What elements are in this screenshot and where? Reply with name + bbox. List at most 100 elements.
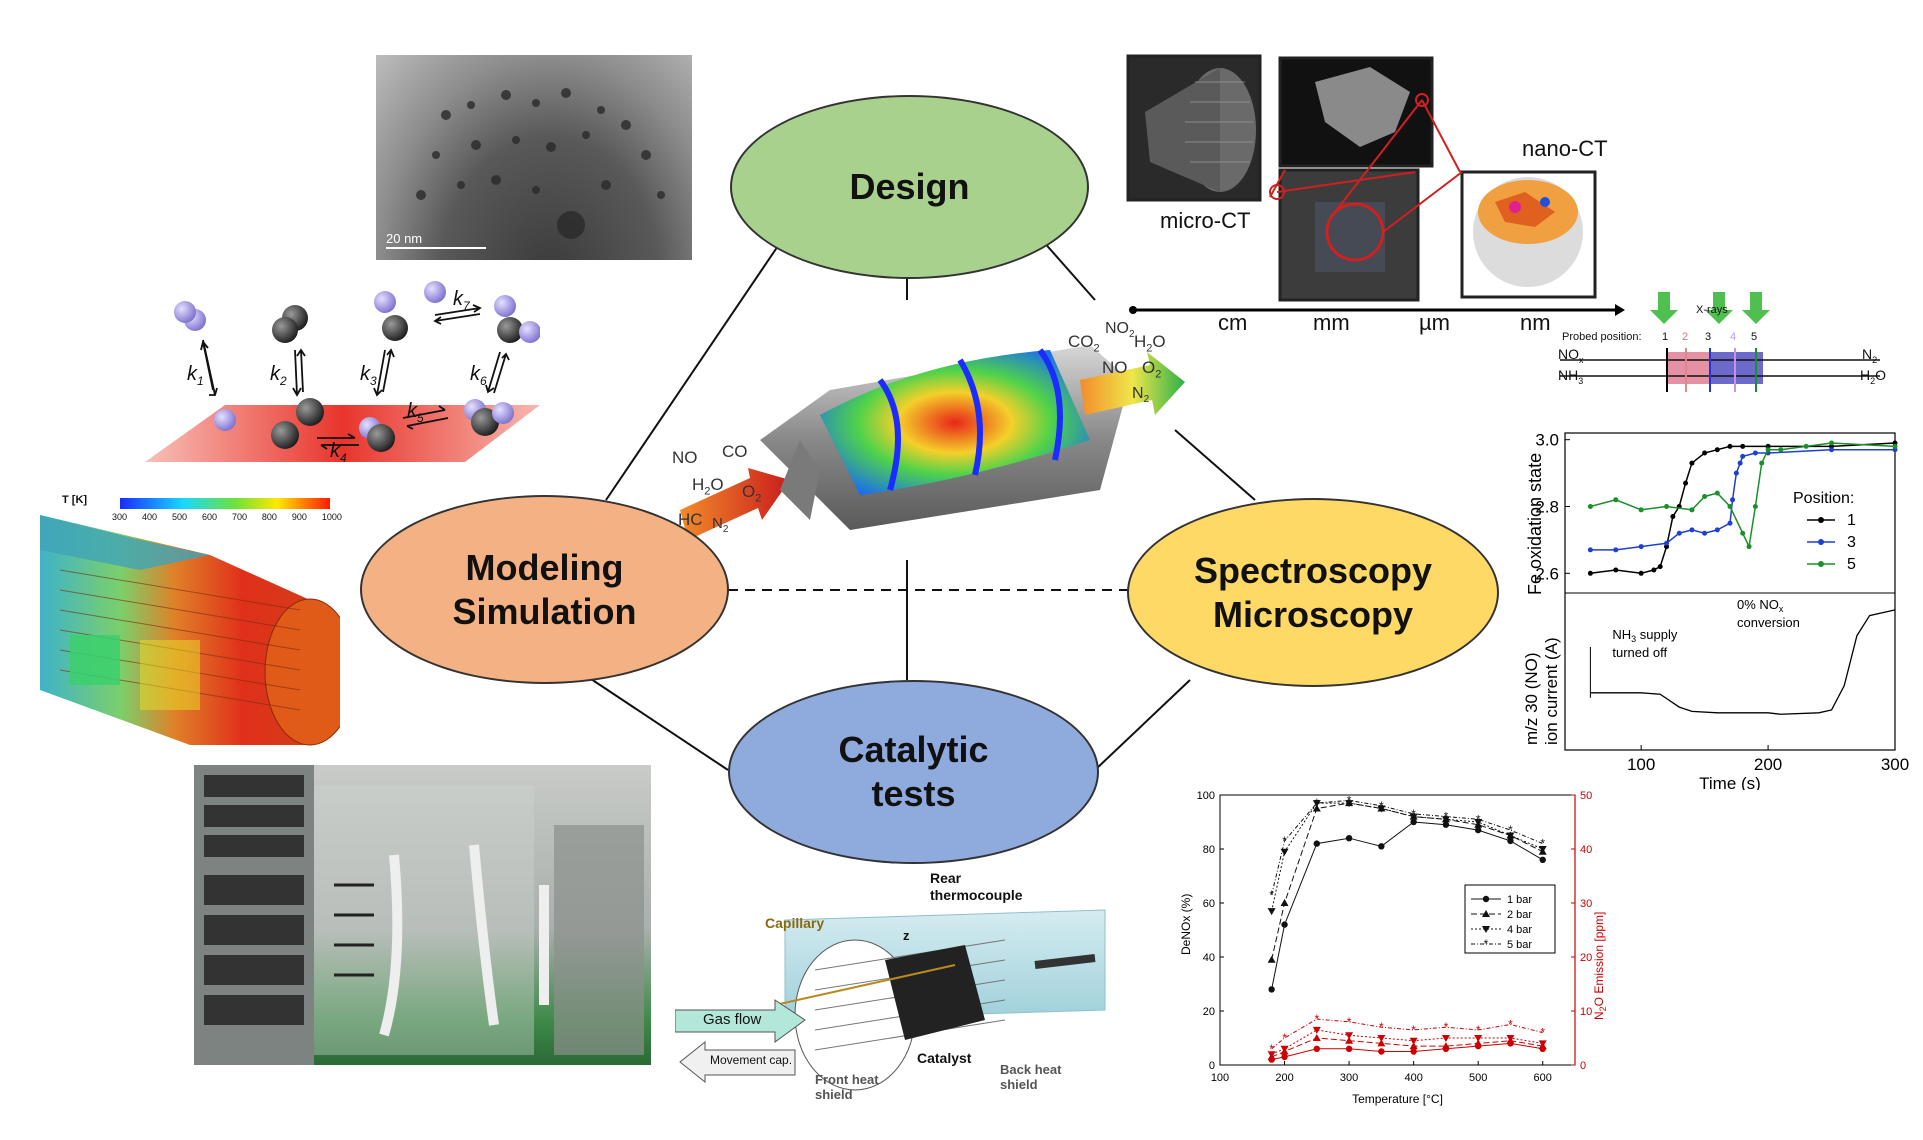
- denox-marker: [1538, 846, 1547, 853]
- out-o2: O2: [1142, 358, 1161, 380]
- fe-point: [1746, 544, 1752, 550]
- denox-ytick-label: 100: [1197, 790, 1215, 802]
- denox-ylabel-right-sub: 2: [1598, 1006, 1608, 1011]
- denox-marker: [1441, 816, 1450, 824]
- denox-xtick-label: 100: [1211, 1072, 1229, 1084]
- tem-image: 20 nm: [376, 55, 692, 260]
- fe-point: [1892, 443, 1898, 449]
- ms-annotation-1: NH3 supply: [1612, 627, 1677, 644]
- out-no2-sub: 2: [1129, 329, 1135, 341]
- fe-point: [1727, 503, 1733, 509]
- denox-marker: *: [1347, 1015, 1352, 1029]
- in-co: CO: [722, 442, 748, 461]
- rear-label-2: thermocouple: [930, 887, 1023, 903]
- denox-ytick-right-label: 40: [1580, 844, 1592, 856]
- denox-ytick-label: 80: [1203, 844, 1215, 856]
- k4-sub: 4: [340, 451, 347, 465]
- back-shield-label: Back heat: [1000, 1062, 1062, 1077]
- cfd-drawing: [40, 498, 356, 746]
- denox-marker: [1345, 835, 1353, 842]
- denox-ylabel-right-a: N: [1592, 1011, 1606, 1020]
- denox-marker: *: [1508, 1018, 1513, 1032]
- denox-marker: [1441, 1035, 1450, 1042]
- ct-drawing: [1126, 54, 1625, 316]
- denox-marker: [1507, 837, 1514, 845]
- fe-point: [1638, 544, 1644, 550]
- k7-sub: 7: [463, 299, 470, 313]
- pos-1: 1: [1662, 331, 1669, 343]
- denox-series: [1271, 802, 1543, 912]
- denox-marker: [1474, 819, 1483, 826]
- fe-point: [1714, 447, 1720, 453]
- ms-xtick-label: 200: [1754, 755, 1782, 774]
- xray-h2o-sub: 2: [1870, 375, 1876, 386]
- denox-marker: [1482, 926, 1490, 933]
- ms-annotation-1-b: supply: [1636, 627, 1678, 642]
- denox-marker: *: [1379, 1020, 1384, 1034]
- fe-point: [1740, 443, 1746, 449]
- fe-ylabel: Fe oxidation state: [1525, 453, 1545, 595]
- out-h2o-sub: 2: [1146, 342, 1153, 355]
- out-n2-sub: 2: [1143, 394, 1150, 406]
- front-shield-label-2: shield: [815, 1087, 853, 1102]
- xray-nox: NOx: [1558, 346, 1584, 365]
- front-shield-label: Front heat: [815, 1072, 879, 1087]
- xray-nox-sub: x: [1579, 354, 1584, 365]
- denox-marker: [1377, 1035, 1386, 1042]
- in-o2-sub: 2: [755, 492, 762, 505]
- z-label: z: [903, 928, 910, 943]
- denox-marker: *: [1540, 837, 1545, 851]
- denox-marker: *: [1282, 1031, 1287, 1045]
- denox-ylabel-right: N2O Emission [ppm]: [1592, 912, 1608, 1020]
- denox-xtick-label: 400: [1404, 1072, 1422, 1084]
- spectroscopy-label-1: Spectroscopy: [1193, 549, 1433, 591]
- in-n2-sub: 2: [722, 524, 729, 535]
- in-no: NO: [672, 448, 698, 467]
- ms-xtick-label: 300: [1881, 755, 1909, 774]
- in-h2o: H2O: [692, 475, 724, 497]
- out-co2-co: CO: [1068, 332, 1094, 351]
- denox-legend-label: 2 bar: [1507, 909, 1532, 921]
- k4-label: k4: [330, 440, 347, 465]
- denox-ytick-label: 20: [1203, 1006, 1215, 1018]
- fe-point: [1613, 547, 1619, 553]
- modeling-label-2: Simulation: [452, 590, 637, 632]
- out-co2: CO2: [1068, 332, 1100, 354]
- denox-marker: [1313, 840, 1321, 847]
- ms-annotation-1-c: turned off: [1612, 645, 1667, 660]
- denox-marker: [1313, 1045, 1321, 1052]
- fe-point: [1638, 570, 1644, 576]
- ms-xtick-label: 100: [1627, 755, 1655, 774]
- spectroscopy-label-2: Microscopy: [1212, 593, 1414, 635]
- xray-title: X-rays: [1696, 304, 1728, 316]
- denox-marker: [1474, 1039, 1483, 1047]
- fe-point: [1638, 507, 1644, 513]
- fe-legend-label: 3: [1847, 534, 1856, 551]
- denox-marker: [1345, 800, 1354, 808]
- out-o2-o: O: [1142, 358, 1156, 377]
- ms-annotation-1-a: NH: [1612, 627, 1631, 642]
- probed-label: Probed position:: [1562, 331, 1642, 343]
- denox-series: [1271, 821, 1543, 990]
- pos-2: 2: [1682, 331, 1689, 343]
- denox-marker: *: [1379, 799, 1384, 813]
- cfd-tick: 600: [201, 512, 217, 522]
- denox-ytick-right-label: 20: [1580, 952, 1592, 964]
- denox-marker: [1482, 910, 1490, 917]
- in-n2-n: N: [712, 515, 723, 532]
- fe-point: [1670, 514, 1676, 520]
- fe-ms-frame: [1564, 432, 1896, 751]
- in-n2: N2: [712, 515, 728, 535]
- k5-letter: k: [407, 400, 417, 422]
- xray-h2o-text: H: [1860, 367, 1871, 383]
- catalytic-label-1: Catalytic: [838, 729, 989, 770]
- denox-ytick-right-label: 50: [1580, 790, 1592, 802]
- denox-marker: [1268, 986, 1275, 993]
- denox-marker: [1409, 1042, 1418, 1050]
- fe-point: [1587, 547, 1593, 553]
- denox-marker: [1506, 1035, 1515, 1042]
- denox-marker: *: [1282, 834, 1287, 848]
